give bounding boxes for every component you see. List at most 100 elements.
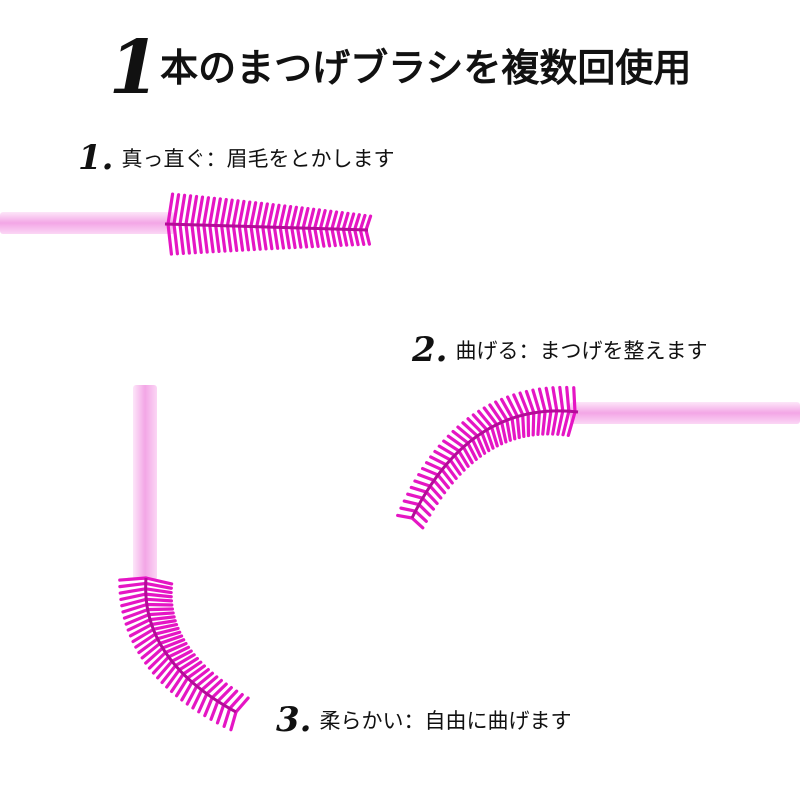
bristle [512,393,525,417]
bristle [446,434,465,449]
bristle [185,664,207,680]
page-title: 1本のまつげブラシを複数回使用 [0,28,800,108]
bristle [494,400,509,422]
bristle [202,196,211,227]
bristle [118,587,148,595]
bristle [231,199,240,228]
bristle [290,225,297,250]
bristle [494,422,504,446]
bristle [470,437,482,458]
bristle [237,224,245,252]
bristle [197,692,209,714]
bristle [556,409,565,436]
bristle [353,213,361,232]
bristle [336,227,343,247]
bristle [396,513,414,520]
bristle [410,516,425,530]
bristle [126,617,152,632]
bristle [177,656,199,672]
bristle [420,466,440,477]
bristle [190,667,210,684]
bristle [432,478,447,495]
bristle [358,213,367,232]
bristle [243,224,251,252]
bristle [417,502,432,517]
bristle [318,226,326,248]
bristle [200,675,219,692]
bristle [203,695,214,718]
bristle [261,224,268,251]
bristle [216,686,233,703]
bristle [208,196,216,227]
bristle [456,425,474,441]
bristle [190,222,197,255]
bristle [561,409,571,437]
bristle [140,641,162,660]
bristle [249,201,258,228]
bristle [165,668,181,689]
bristle [444,463,458,481]
bristle [222,706,232,728]
bristle [515,414,521,440]
bristle [489,425,499,448]
bristle [272,203,281,229]
bristle [184,222,191,255]
bristle [442,439,461,453]
bristle [120,597,148,608]
bristle [173,653,196,668]
bristle [558,385,565,413]
bristle [451,429,470,445]
bristle [196,195,205,227]
bristle [475,434,487,455]
step-1-text: 真っ直ぐ：眉毛をとかします [121,147,395,171]
bristle [210,682,228,700]
bristle [531,388,542,414]
bristle [499,397,514,420]
bristle [521,413,526,439]
bristle [471,413,489,432]
step-1: 1.真っ直ぐ：眉毛をとかします [78,138,395,178]
bristle [160,663,178,685]
step-3-number: 3. [276,700,312,740]
bristle [215,703,226,725]
bristle [222,689,239,707]
bristle [480,430,491,453]
bristle [181,660,203,676]
bristle [341,211,350,231]
bristle [402,499,421,507]
bristle [128,622,154,638]
bristle [461,421,479,438]
bristle [144,646,165,665]
bristle [330,210,339,231]
bristle [290,205,298,229]
bristle [214,197,222,227]
bristle [151,655,171,675]
bristle [436,473,450,490]
bristle [148,615,176,622]
bristle [237,199,246,228]
bristle [278,204,287,229]
bristle [153,626,180,636]
bristle [261,202,269,228]
bristle [324,209,333,231]
bristle [202,223,209,254]
bristle [144,581,173,590]
bristle [208,223,215,254]
bristle [358,228,366,246]
step-2: 2.曲げる：まつげを整えます [412,330,708,370]
bristle [185,684,199,706]
bristle [178,222,185,255]
bristle [161,638,186,650]
bristle [166,192,175,226]
bristle [178,193,187,226]
bristle [134,632,157,649]
bristle [284,225,291,250]
bristle [147,650,168,670]
bristle [565,385,571,414]
bristle [506,395,519,418]
title-number: 1 [108,25,161,111]
bristle [488,403,504,424]
bristle [477,409,494,429]
bristle [158,634,184,646]
bristle [448,458,462,476]
